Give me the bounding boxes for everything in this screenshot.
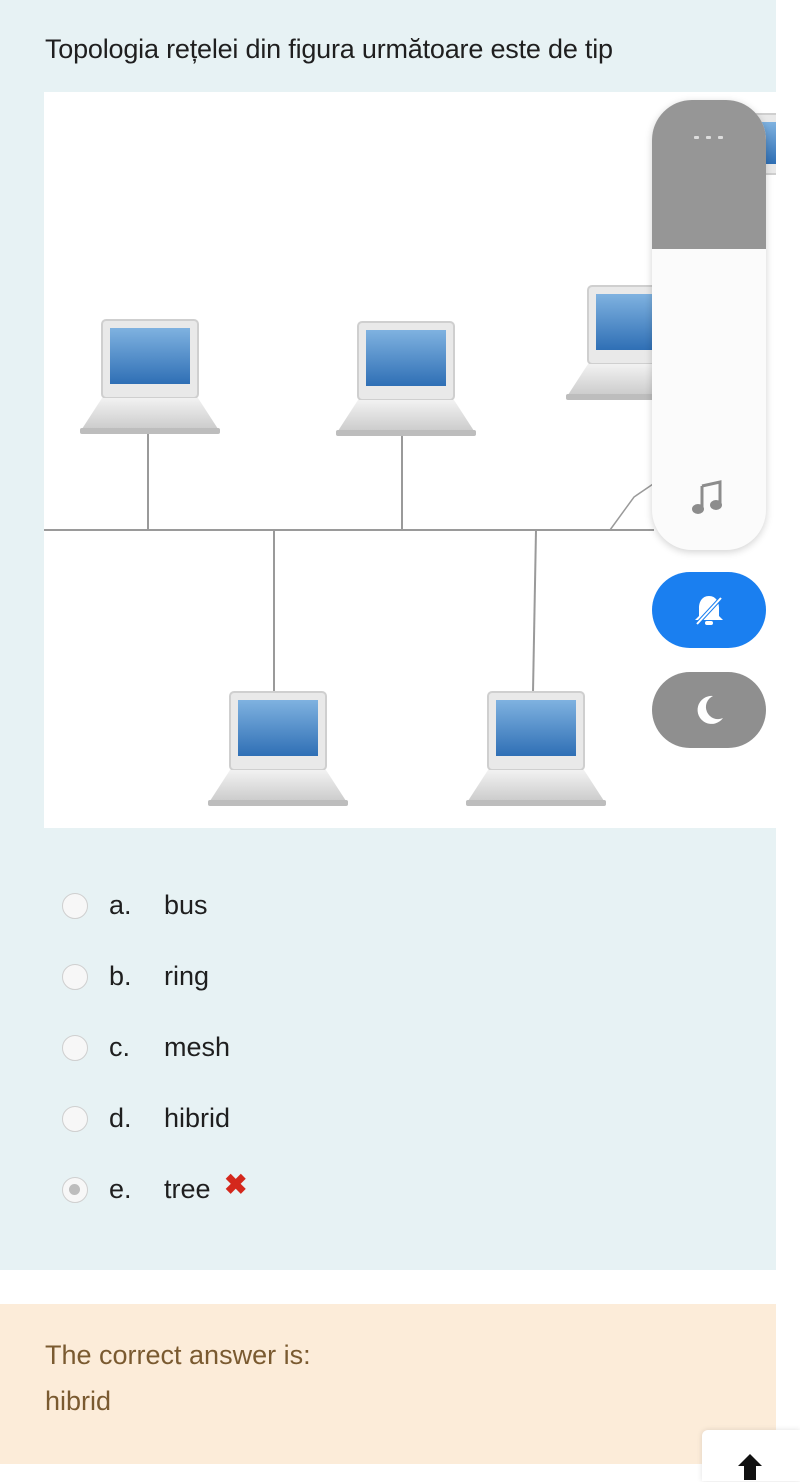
answer-option-b[interactable]: b. ring <box>60 953 480 1001</box>
radio-button[interactable] <box>62 1106 88 1132</box>
incorrect-icon: ✖ <box>224 1169 248 1200</box>
volume-panel[interactable] <box>652 100 766 550</box>
volume-level-fill[interactable] <box>652 100 766 249</box>
radio-button[interactable] <box>62 964 88 990</box>
drop-line <box>532 529 537 693</box>
option-letter: e. <box>109 1174 132 1204</box>
laptop-icon <box>335 321 477 437</box>
correct-answer-title: The correct answer is: <box>45 1340 311 1370</box>
option-label: tree <box>164 1174 211 1204</box>
ring-mode-button[interactable] <box>652 572 766 648</box>
laptop-icon <box>465 691 607 807</box>
music-note-icon <box>692 480 722 514</box>
radio-button[interactable] <box>62 893 88 919</box>
answer-option-d[interactable]: d. hibrid <box>60 1095 480 1143</box>
option-letter: c. <box>109 1032 131 1062</box>
answer-option-e[interactable]: e. tree ✖ <box>60 1166 480 1214</box>
scroll-to-top-button[interactable] <box>702 1430 800 1481</box>
option-label: hibrid <box>164 1103 231 1133</box>
feedback-box: The correct answer is: hibrid <box>0 1304 776 1464</box>
option-label: mesh <box>164 1032 231 1062</box>
branch-cable-line <box>609 481 657 531</box>
answer-option-c[interactable]: c. mesh <box>60 1024 480 1072</box>
radio-button[interactable] <box>62 1035 88 1061</box>
arrow-up-icon <box>738 1454 762 1480</box>
do-not-disturb-button[interactable] <box>652 672 766 748</box>
laptop-icon <box>207 691 349 807</box>
option-letter: b. <box>109 961 132 991</box>
option-label: bus <box>164 890 208 920</box>
more-icon[interactable] <box>692 128 726 148</box>
option-label: ring <box>164 961 210 991</box>
bell-off-icon <box>695 596 723 626</box>
answer-option-a[interactable]: a. bus <box>60 882 480 930</box>
radio-button-selected[interactable] <box>62 1177 88 1203</box>
option-letter: a. <box>109 890 132 920</box>
laptop-icon <box>79 319 221 435</box>
question-text: Topologia rețelei din figura următoare e… <box>45 34 613 64</box>
option-letter: d. <box>109 1103 132 1133</box>
correct-answer-value: hibrid <box>45 1386 112 1416</box>
moon-icon <box>697 695 723 724</box>
